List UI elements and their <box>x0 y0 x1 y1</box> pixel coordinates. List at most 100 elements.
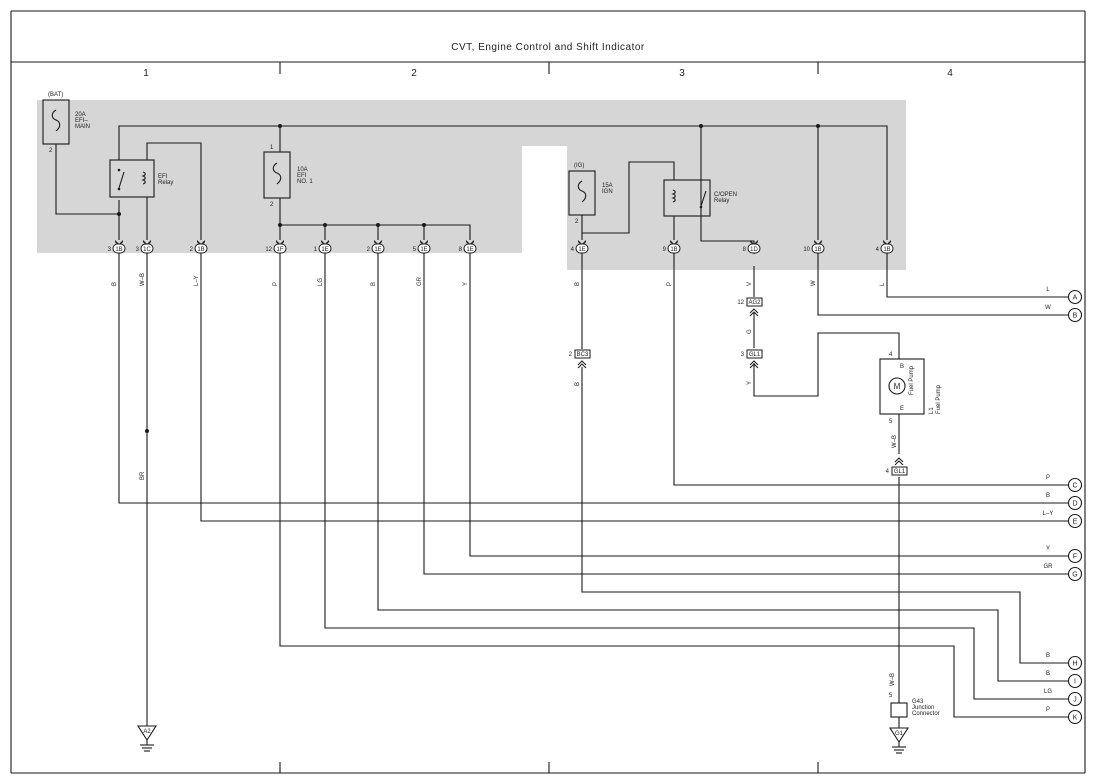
connector-chevron-icon <box>577 360 587 369</box>
inline-connector-gl1: GL1 4 W–B <box>886 435 908 476</box>
terminal-wire-color: B <box>1046 493 1050 499</box>
junction-connector-id: G43 <box>912 699 924 705</box>
terminal-k: KP <box>1046 707 1083 725</box>
fuse-ign-rating: 15A <box>602 183 613 189</box>
fuel-pump-pin-bottom: 5 <box>889 419 893 425</box>
column-number-2: 2 <box>411 68 417 79</box>
terminal-letter: H <box>1072 661 1077 668</box>
fuse-ign-name: IGN <box>602 189 613 195</box>
jb-connector-code: 1E <box>420 247 427 253</box>
junction-connector-label-1: Junction <box>912 705 934 711</box>
terminal-letter: F <box>1073 554 1077 561</box>
jb-connector-pin: 4 <box>571 247 575 253</box>
connector-chevron-icon <box>749 308 759 317</box>
wire-color-label: P <box>273 282 279 286</box>
terminal-e: EL–Y <box>1043 511 1083 529</box>
efi-relay-label-1: EFI <box>158 174 168 180</box>
wire-color-label: Y <box>463 282 469 286</box>
jb-connector-pin: 3 <box>136 247 140 253</box>
fuse-efi-no1-pin-2: 2 <box>270 202 274 208</box>
fuse-ign-pin: 2 <box>575 219 579 225</box>
jb-connector-code: 1B <box>197 247 204 253</box>
terminal-letter: E <box>1073 519 1078 526</box>
wire-color-label: V <box>747 282 753 286</box>
terminal-circle <box>1067 477 1083 493</box>
jb-connector-code: 1B <box>814 247 821 253</box>
terminal-a: AL <box>1046 287 1083 305</box>
jb-connector-code: 1C <box>143 247 151 253</box>
connector-body <box>891 466 908 476</box>
jb-connector-code: 1F <box>276 247 283 253</box>
wire-color-label: L–Y <box>194 275 200 286</box>
ground-g1: G1 <box>888 727 910 754</box>
column-number-3: 3 <box>679 68 685 79</box>
terminal-wire-color: P <box>1046 475 1050 481</box>
jb-connector-code: 1D <box>750 247 758 253</box>
inline-connector-pin: 4 <box>886 469 890 475</box>
terminal-circle <box>1067 289 1083 305</box>
terminal-f: FY <box>1046 546 1083 564</box>
terminal-i: IB <box>1046 671 1083 689</box>
terminal-letter: C <box>1072 483 1077 490</box>
terminal-wire-color: L <box>1046 287 1050 293</box>
terminal-circle <box>1067 548 1083 564</box>
inline-connector-pin: 3 <box>741 352 745 358</box>
fuse-efi-main-name-1: EFI– <box>75 118 88 124</box>
c-open-relay <box>663 179 711 217</box>
junction-connector-wire: W–B <box>890 673 896 686</box>
diagram-title: CVT, Engine Control and Shift Indicator <box>451 42 645 53</box>
inline-connector-code: GL1 <box>749 352 761 358</box>
fuse-efi-main-name-2: MAIN <box>75 124 90 130</box>
jb-connector-code: 1E <box>466 247 473 253</box>
terminal-wire-color: P <box>1046 707 1050 713</box>
connector-body <box>574 349 591 359</box>
jb-connector-code: 1E <box>578 247 585 253</box>
inline-connector-pin: 12 <box>737 300 744 306</box>
harness-wiring <box>118 253 1068 728</box>
connector-pill <box>747 243 761 254</box>
terminal-letter: A <box>1073 295 1078 302</box>
fuel-pump-terminal-bottom: E <box>900 406 904 412</box>
terminal-circle <box>1067 709 1083 725</box>
wire-color-label: B <box>575 282 581 286</box>
terminal-b: BW <box>1045 305 1083 323</box>
terminal-wire-color: GR <box>1044 564 1054 570</box>
terminal-circle <box>1067 495 1083 511</box>
wire-color-label: B <box>575 382 581 386</box>
jb-connector-pin: 2 <box>190 247 194 253</box>
junction-connector-label-2: Connector <box>912 711 940 717</box>
junction-block-wiring <box>55 125 888 254</box>
ground-id: A2 <box>143 729 151 735</box>
fuel-pump-label: Fuel Pump <box>936 384 942 414</box>
c-open-relay-label-2: Relay <box>714 198 729 204</box>
junction-connector-g43 <box>890 702 908 718</box>
jb-connector-pin: 8 <box>743 247 747 253</box>
fuel-pump-terminal-top: B <box>900 364 904 370</box>
wire-color-label: B <box>371 282 377 286</box>
terminal-wire-color: B <box>1046 671 1050 677</box>
wire-color-label: W–B <box>140 273 146 286</box>
wire-color-label: Y <box>747 381 753 385</box>
fuel-pump <box>879 358 925 415</box>
fuse-efi-no1-name-1: EFI <box>297 173 307 179</box>
wire-color-label: B <box>112 282 118 286</box>
inline-connector-code: BC3 <box>577 352 589 358</box>
terminal-letter: I <box>1074 679 1076 686</box>
terminal-circle <box>1067 655 1083 671</box>
wire-color-label: W–B <box>892 435 898 448</box>
fuel-pump-motor-symbol: M <box>894 382 901 391</box>
connector-chevron-icon <box>749 360 759 369</box>
inline-connector-code: GL1 <box>894 469 906 475</box>
ground-layer: A2 G1 <box>136 725 910 754</box>
terminal-circle <box>1067 673 1083 689</box>
fuse-efi-no1-rating: 10A <box>297 167 308 173</box>
terminal-circle <box>1067 691 1083 707</box>
